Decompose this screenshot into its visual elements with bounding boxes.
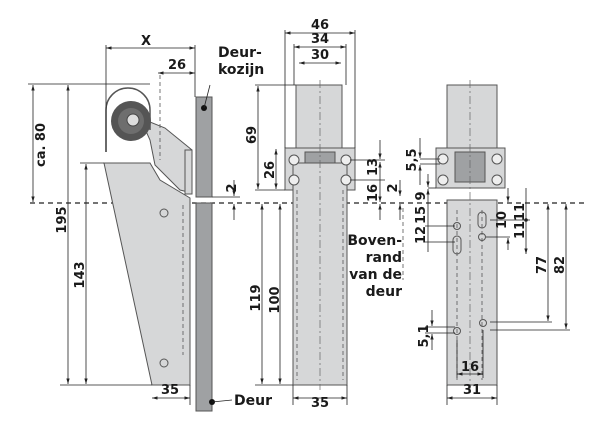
dim-16b: 16 — [461, 360, 479, 375]
dim-15: 15 — [414, 206, 429, 224]
dim-26b: 26 — [263, 161, 278, 179]
door-top-label: van de — [349, 267, 402, 283]
door — [195, 202, 213, 412]
template-body — [446, 199, 498, 386]
dim-34: 34 — [311, 32, 329, 47]
door-frame — [195, 96, 213, 198]
dim-30: 30 — [311, 48, 329, 63]
door-top-label: deur — [366, 284, 402, 300]
dim-11b: 11 — [513, 221, 528, 239]
dim-13: 13 — [366, 158, 381, 176]
dim-77: 77 — [535, 256, 550, 274]
dim-5-1: 5,1 — [417, 324, 432, 347]
dim-100: 100 — [268, 286, 283, 313]
dim-143: 143 — [73, 261, 88, 288]
mounting-template-view: 5,5 9 15 12 10 11 11 77 82 5,1 16 31 — [405, 80, 570, 405]
dim-46: 46 — [311, 18, 329, 33]
dim-195: 195 — [55, 206, 70, 233]
dim-2: 2 — [225, 183, 240, 192]
dim-5-5: 5,5 — [405, 148, 420, 171]
dim-11a: 11 — [513, 203, 528, 221]
door-top-label: Boven- — [347, 233, 402, 249]
dim-ca80: ca. 80 — [34, 123, 49, 167]
dim-82: 82 — [553, 256, 568, 274]
dim-35: 35 — [161, 383, 179, 398]
dim-x: X — [141, 34, 151, 49]
dim-35b: 35 — [311, 396, 329, 411]
roller-guard — [105, 87, 151, 152]
side-view: X 26 Deur- kozijn ca. 80 195 143 2 35 De… — [28, 34, 272, 412]
dim-119: 119 — [249, 284, 264, 311]
frame-label: kozijn — [218, 62, 264, 78]
dim-69: 69 — [245, 126, 260, 144]
closer-body — [103, 162, 191, 386]
frame-label: Deur- — [218, 45, 262, 61]
dim-12: 12 — [414, 226, 429, 244]
dim-31: 31 — [463, 383, 481, 398]
door-label: Deur — [234, 393, 272, 409]
door-top-label: rand — [366, 250, 402, 266]
dim-16: 16 — [366, 184, 381, 202]
dim-9: 9 — [414, 191, 429, 200]
dim-26: 26 — [168, 58, 186, 73]
front-view: 46 34 30 69 26 13 16 2 119 100 35 Boven-… — [245, 18, 404, 411]
dim-2b: 2 — [386, 183, 401, 192]
